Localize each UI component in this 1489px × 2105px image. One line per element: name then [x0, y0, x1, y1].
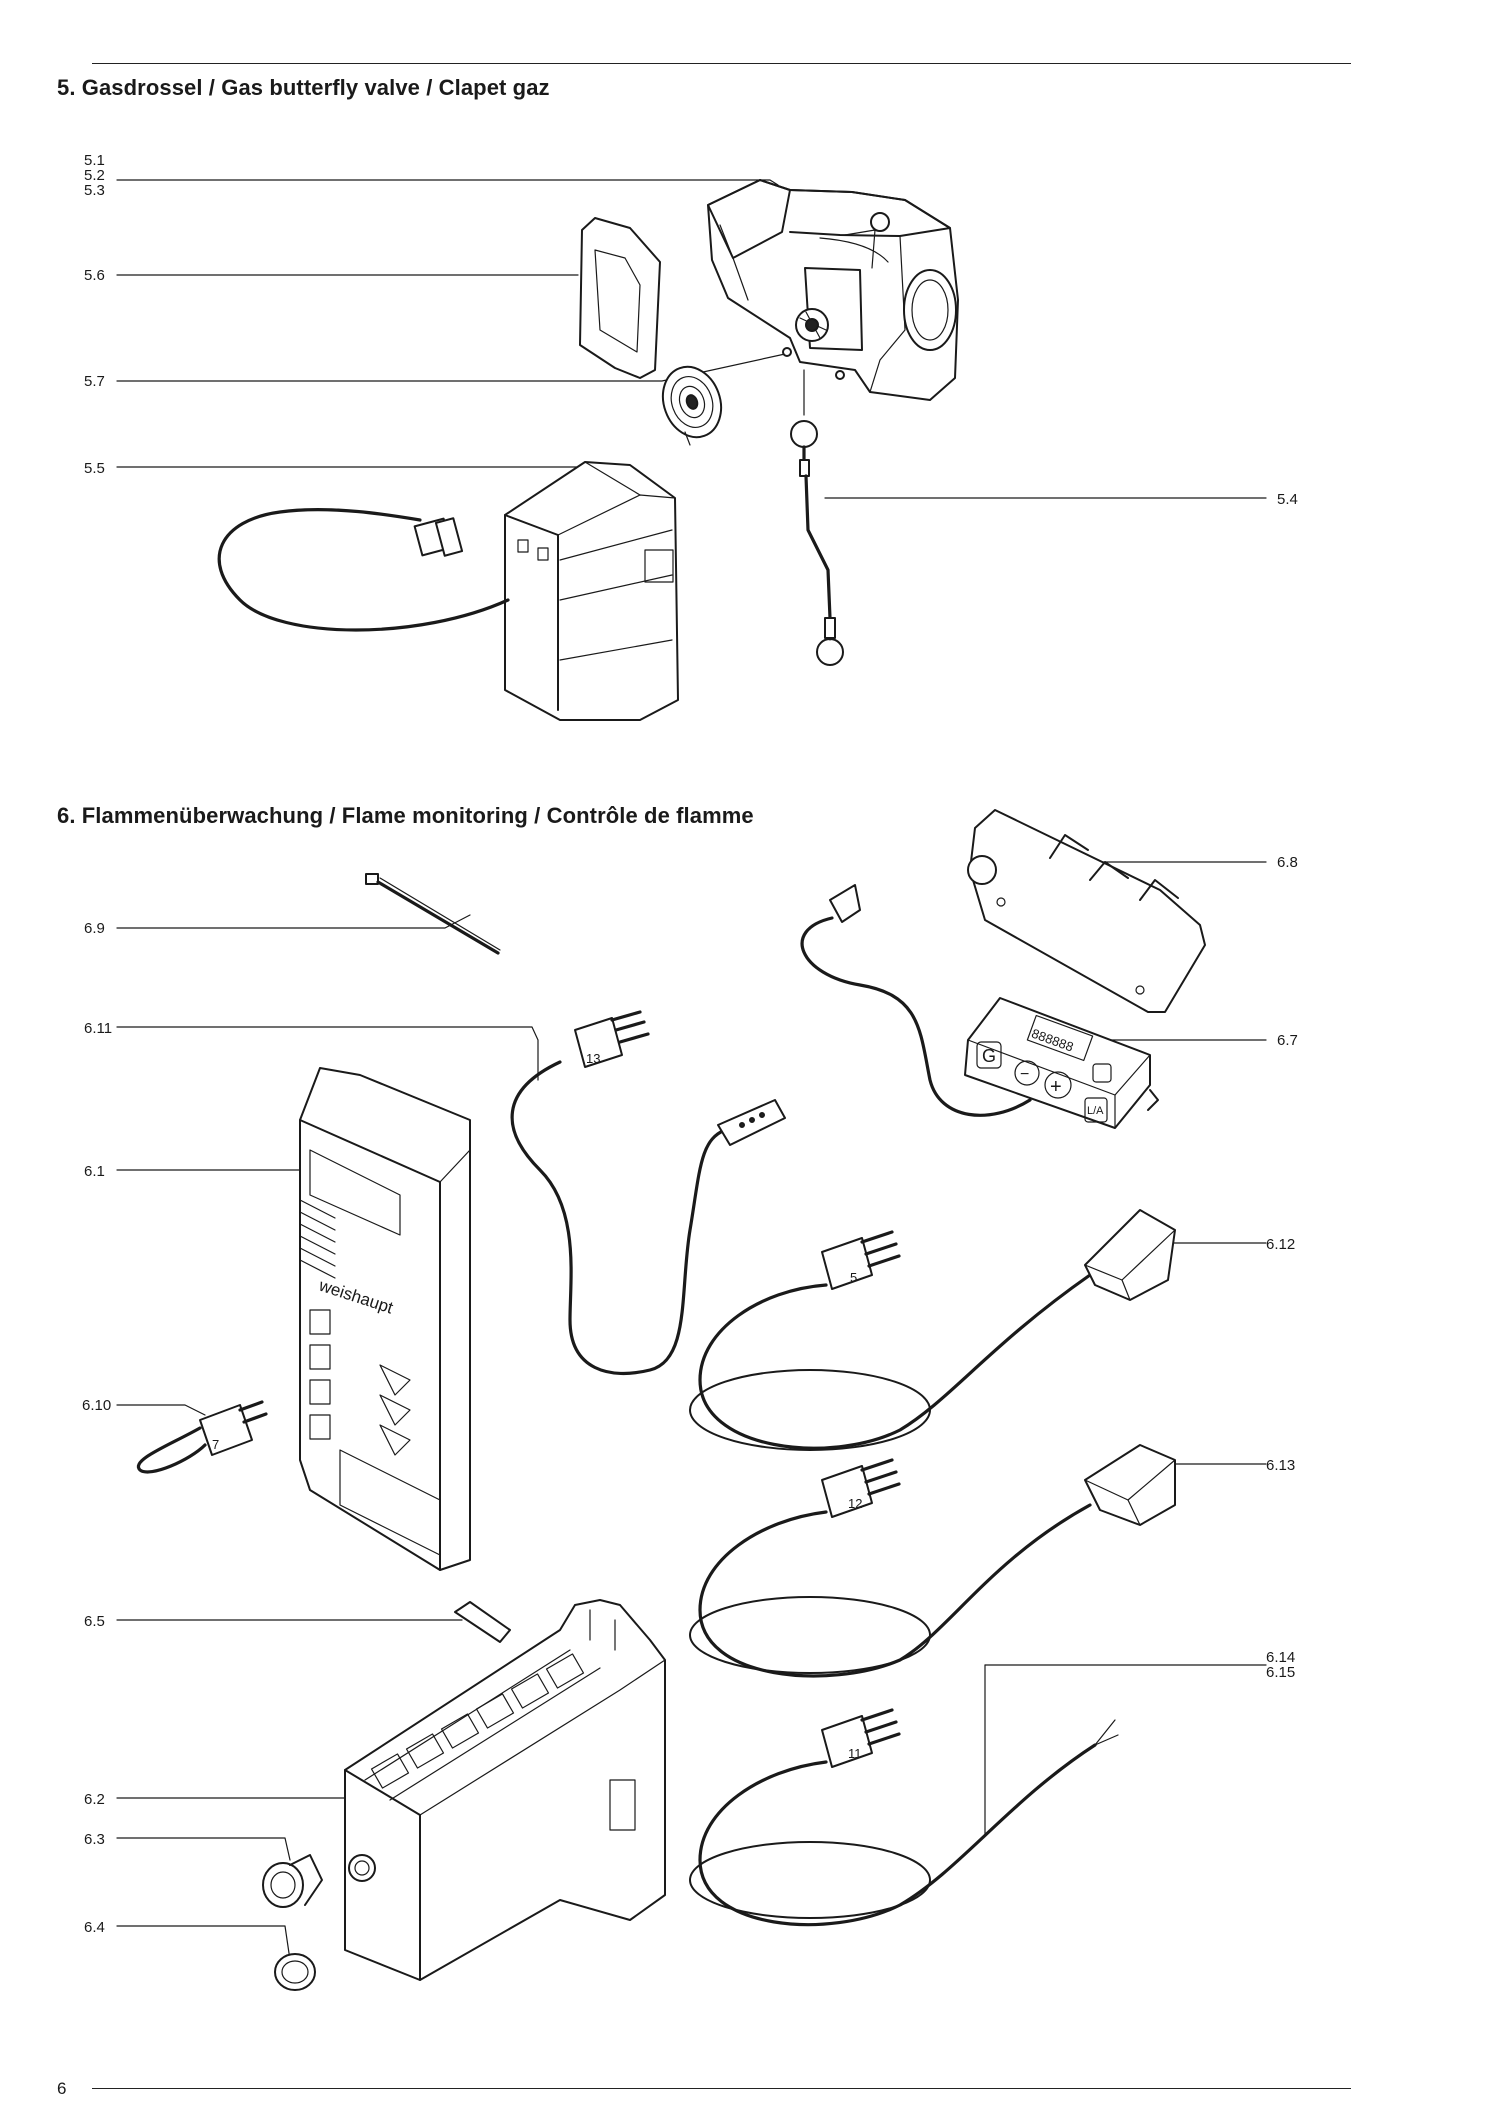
callout-5-4: 5.4 — [1277, 491, 1298, 508]
section-5-heading: 5. Gasdrossel / Gas butterfly valve / Cl… — [57, 75, 550, 100]
small-cover-6-5 — [454, 1601, 511, 1643]
bridge-plug-7: 7 — [136, 1400, 268, 1474]
callout-6-13: 6.13 — [1266, 1457, 1296, 1474]
callout-6-1: 6.1 — [84, 1163, 105, 1180]
callout-6-4: 6.4 — [84, 1919, 105, 1936]
callout-5-7: 5.7 — [84, 373, 105, 390]
callout-6-10: 6.10 — [82, 1397, 112, 1414]
bottom-rule — [92, 2088, 1351, 2089]
callout-6-2: 6.2 — [84, 1791, 105, 1808]
display-key-minus: − — [1020, 1066, 1029, 1083]
callout-6-9: 6.9 — [84, 920, 105, 937]
callout-6-8: 6.8 — [1277, 854, 1298, 871]
callout-5-5: 5.5 — [84, 460, 105, 477]
flame-monitoring-unit: weishaupt — [299, 1067, 471, 1571]
servo-actuator — [217, 461, 679, 721]
return-spring — [661, 365, 723, 446]
display-unit: 888888 G − + L/A — [800, 884, 1159, 1129]
plug-number-13: 13 — [586, 1051, 600, 1066]
page-number: 6 — [57, 2079, 67, 2098]
top-rule — [92, 63, 1351, 64]
display-key-la: L/A — [1087, 1105, 1104, 1117]
callout-6-5: 6.5 — [84, 1613, 105, 1630]
plug-number-12: 12 — [848, 1496, 862, 1511]
callout-5-6: 5.6 — [84, 267, 105, 284]
section-6-leader-lines — [116, 861, 1267, 1961]
section-5-leader-lines — [116, 179, 1267, 499]
linkage-rod — [790, 420, 844, 666]
valve-cable-6-12: 5 — [689, 1209, 1176, 1451]
callout-6-12: 6.12 — [1266, 1236, 1296, 1253]
valve-cable-6-13: 12 — [689, 1444, 1176, 1678]
plug-number-11: 11 — [848, 1746, 862, 1761]
callout-6-11: 6.11 — [84, 1020, 113, 1037]
open-end-cable-6-14: 11 — [689, 1708, 1119, 1927]
flame-sensor-cable: 13 — [510, 1010, 786, 1376]
section-6-heading: 6. Flammenüberwachung / Flame monitoring… — [57, 803, 754, 828]
cable-tie — [365, 873, 501, 955]
socket-base-6-2 — [344, 1599, 666, 1981]
plug-number-5: 5 — [850, 1270, 857, 1285]
cable-gland-6-3 — [262, 1854, 323, 1908]
callout-6-7: 6.7 — [1277, 1032, 1298, 1049]
plug-number-7: 7 — [212, 1437, 219, 1452]
display-key-plus: + — [1050, 1076, 1062, 1098]
locking-ring-6-4 — [274, 1953, 316, 1991]
callout-6-3: 6.3 — [84, 1831, 105, 1848]
valve-cover-part — [579, 217, 661, 379]
gas-butterfly-valve — [707, 179, 959, 401]
display-mounting-bracket — [967, 809, 1206, 1013]
display-key-g: G — [982, 1046, 996, 1066]
